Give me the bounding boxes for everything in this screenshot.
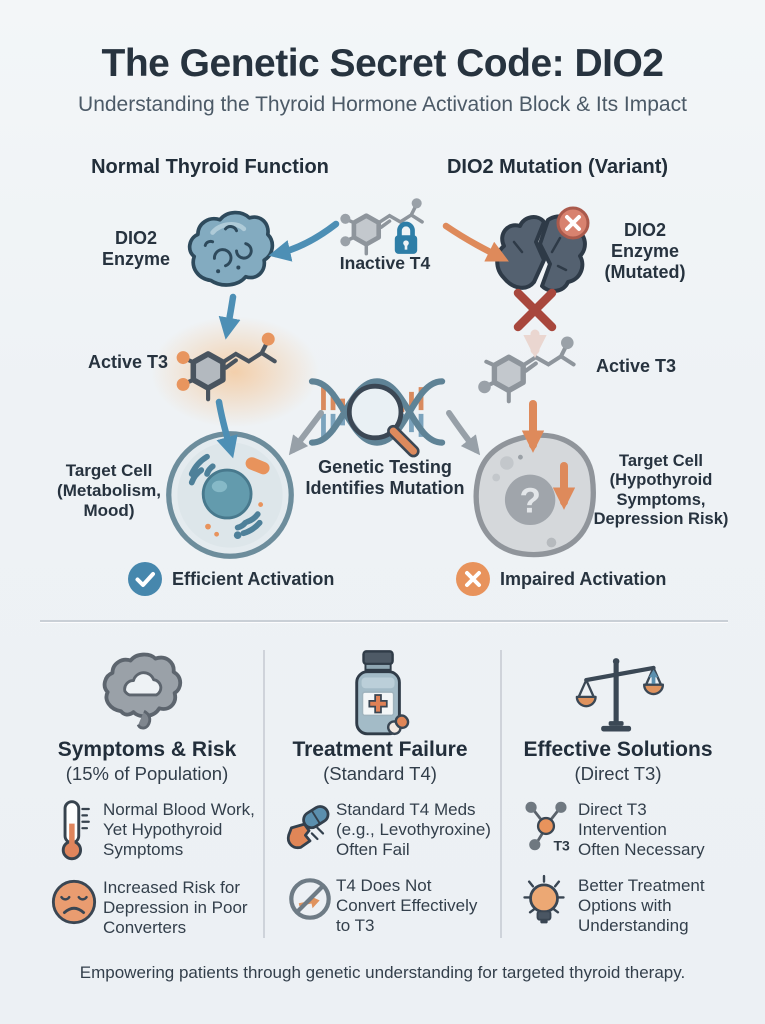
bullet-normal-bloodwork: Normal Blood Work, Yet Hypothyroid Sympt…: [103, 800, 255, 859]
blocked-t3-molecule-icon: [478, 336, 576, 404]
column-separator-2: [500, 650, 502, 938]
bullet-no-conversion: T4 Does Not Convert Effectively to T3: [336, 876, 478, 935]
target-cell-detail: (Hypothyroid Symptoms, Depression Risk): [593, 471, 729, 529]
target-cell-name: Target Cell: [618, 452, 704, 470]
column-heading-symptoms: Symptoms & Risk (15% of Population): [38, 738, 256, 785]
column-subtitle: (15% of Population): [65, 763, 229, 785]
active-t3-molecule-icon: [176, 332, 277, 402]
badge-label: Impaired Activation: [500, 568, 667, 589]
balance-scale-icon: [575, 658, 665, 732]
no-conversion-icon: [289, 878, 331, 920]
broken-capsule-icon: [286, 805, 330, 850]
column-heading-treatment: Treatment Failure (Standard T4): [272, 738, 488, 785]
page-title: The Genetic Secret Code: DIO2: [101, 42, 665, 85]
label-target-cell-right: Target Cell (Hypothyroid Symptoms, Depre…: [588, 452, 734, 530]
bullet-t4-meds-fail: Standard T4 Meds (e.g., Levothyroxine) O…: [336, 800, 491, 859]
thermometer-icon: [61, 800, 90, 861]
column-title: Effective Solutions: [523, 738, 713, 761]
footer-tagline: Empowering patients through genetic unde…: [79, 963, 686, 982]
label-active-t3-right: Active T3: [595, 356, 677, 376]
healthy-cell-icon: [166, 431, 294, 559]
label-genetic-testing: Genetic Testing Identifies Mutation: [305, 457, 465, 499]
blocked-x-icon: [513, 288, 557, 332]
target-cell-detail: (Metabolism, Mood): [57, 481, 161, 521]
bullet-depression-risk: Increased Risk for Depression in Poor Co…: [103, 878, 248, 937]
label-active-t3-left: Active T3: [87, 352, 169, 372]
question-mark: ?: [519, 481, 540, 520]
dna-magnifier-icon: [308, 378, 446, 458]
error-badge-icon: [556, 206, 590, 240]
column-title: Treatment Failure: [292, 738, 468, 761]
check-icon: [128, 562, 162, 596]
lightbulb-icon: [523, 874, 565, 924]
column-heading-solutions: Effective Solutions (Direct T3): [508, 738, 728, 785]
brain-icon: [102, 652, 183, 730]
target-cell-name: Target Cell: [65, 461, 153, 480]
bullet-direct-t3: Direct T3 Intervention Often Necessary: [578, 800, 705, 859]
column-subtitle: (Standard T4): [323, 763, 437, 785]
column-separator-1: [263, 650, 265, 938]
sad-face-icon: [51, 879, 97, 925]
badge-label: Efficient Activation: [172, 568, 335, 589]
impaired-cell-icon: ?: [473, 432, 596, 558]
column-title: Symptoms & Risk: [57, 738, 237, 761]
label-enzyme-mutated: DIO2 Enzyme (Mutated): [604, 220, 686, 283]
label-inactive-t4: Inactive T4: [339, 253, 431, 273]
label-target-cell-left: Target Cell (Metabolism, Mood): [46, 461, 172, 521]
t3-icon-label: T3: [553, 837, 570, 853]
normal-function-header: Normal Thyroid Function: [91, 156, 329, 178]
pill-bottle-icon: [355, 650, 410, 736]
mutation-header: DIO2 Mutation (Variant): [446, 156, 669, 178]
x-icon: [456, 562, 490, 596]
page-subtitle: Understanding the Thyroid Hormone Activa…: [78, 93, 687, 116]
mutated-enzyme-icon: [495, 206, 590, 293]
inactive-t4-molecule-icon: [340, 198, 424, 256]
up-arrow-icon: [648, 669, 659, 678]
lock-icon: [394, 221, 418, 254]
column-subtitle: (Direct T3): [574, 763, 662, 785]
dio2-enzyme-icon: [187, 210, 275, 287]
section-divider: [40, 620, 728, 622]
t3-molecule-icon: T3: [525, 801, 570, 853]
bullet-better-options: Better Treatment Options with Understand…: [578, 876, 705, 935]
impaired-activation-badge: Impaired Activation: [456, 562, 666, 596]
efficient-activation-badge: Efficient Activation: [128, 562, 334, 596]
label-dio2-enzyme: DIO2 Enzyme: [101, 228, 171, 270]
